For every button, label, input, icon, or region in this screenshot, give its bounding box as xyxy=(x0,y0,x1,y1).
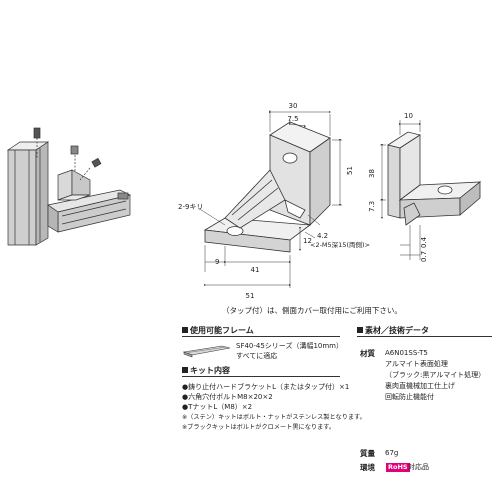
tap-usage-note: （タップ付）は、側面カバー取付用にご利用下さい。 xyxy=(222,306,402,315)
frame-series: SF40-45シリーズ（溝幅10mm） xyxy=(236,342,344,350)
label-slot-holes: 2-9キリ xyxy=(178,203,203,211)
dim-12: 12 xyxy=(303,237,312,245)
kit-note-1: ※（ステン）キットはボルト・ナットがステンレス製となります。 xyxy=(182,414,366,421)
kit-item-2: ●六角穴付ボルトM8×20×2 xyxy=(182,393,273,401)
material-label: 材質 xyxy=(360,349,375,358)
bracket-side-view xyxy=(387,131,482,226)
dim-51-horizontal: 51 xyxy=(246,292,255,300)
rohs-compliance-text: 対応品 xyxy=(408,463,429,471)
mass-value: 67g xyxy=(385,449,399,457)
dim-10: 10 xyxy=(404,112,413,120)
dim-30: 30 xyxy=(289,102,298,110)
kit-item-1: ●鋳り止付ハードブラケットL（またはタップ付）×1 xyxy=(182,383,350,391)
dim-9: 9 xyxy=(215,258,219,266)
dim-38: 38 xyxy=(368,169,376,178)
square-bullet-icon xyxy=(182,367,188,373)
material-line-5: 回転防止機能付 xyxy=(385,393,434,401)
material-line-3: （ブラック:黒アルマイト処理） xyxy=(385,371,486,379)
spec-section-heading: 素材／技術データ xyxy=(357,325,492,337)
dim-7-5: 7.5 xyxy=(287,115,298,123)
environment-label: 環境 xyxy=(360,463,375,472)
dim-0-7: 0.7 xyxy=(420,251,428,262)
dim-4-2: 4.2 xyxy=(317,232,328,240)
mass-label: 質量 xyxy=(360,449,375,458)
dim-41: 41 xyxy=(251,266,260,274)
frame-assembly-illustration xyxy=(6,127,132,246)
kit-item-3: ●TナットL（M8）×2 xyxy=(182,403,253,411)
material-line-4: 裏肉直機械加工仕上げ xyxy=(385,382,455,390)
kit-section-heading: キット内容 xyxy=(182,365,340,377)
dim-51-vertical: 51 xyxy=(346,166,354,175)
technical-drawing: 30 7.5 51 51 41 12 4.2 9 2-9キリ <2-M5深15(… xyxy=(6,102,482,300)
kit-note-2: ※ブラックキットはボルトがクロメート黒になります。 xyxy=(182,424,336,431)
label-tapped-holes: <2-M5深15(両側)> xyxy=(310,240,370,249)
dim-0-4: 0.4 xyxy=(420,236,428,248)
bracket-isometric-view xyxy=(203,121,331,253)
frame-applicability: すべてに適応 xyxy=(236,352,278,360)
square-bullet-icon xyxy=(357,327,363,333)
material-line-2: アルマイト表面処理 xyxy=(385,360,448,368)
frame-section-heading: 使用可能フレーム xyxy=(182,325,340,337)
square-bullet-icon xyxy=(182,327,188,333)
frame-profile-icon xyxy=(182,345,231,358)
dim-7-3: 7.3 xyxy=(368,201,376,212)
material-line-1: A6N01SS-T5 xyxy=(385,349,428,357)
rohs-badge: RoHS xyxy=(386,463,410,472)
